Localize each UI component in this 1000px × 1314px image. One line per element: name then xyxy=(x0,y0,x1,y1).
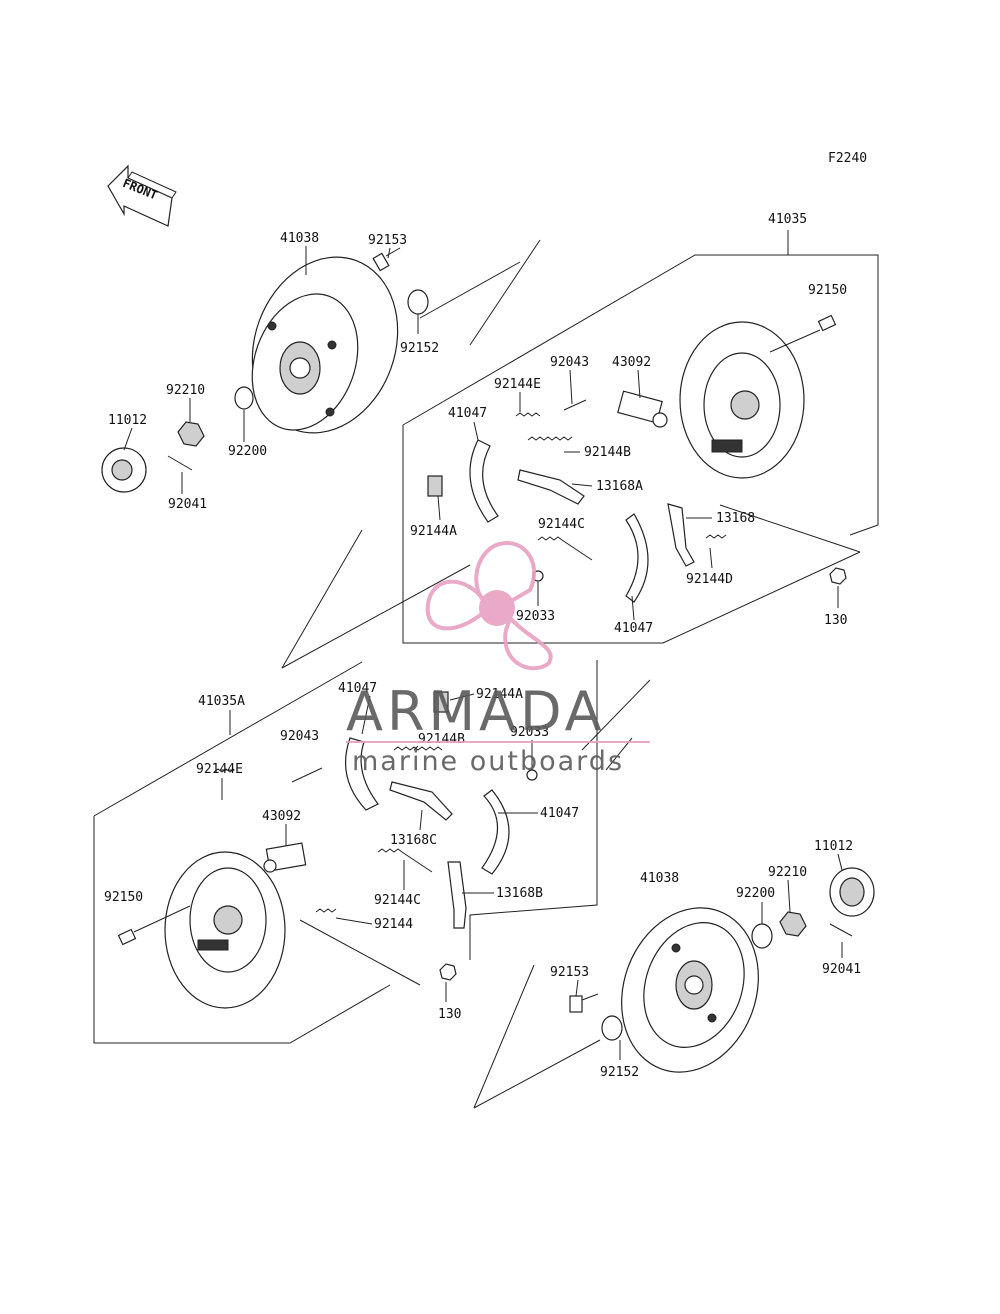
brake-shoe-41047-lower-b xyxy=(481,789,510,875)
brake-drum-upper xyxy=(251,256,399,434)
spring-92144b-upper xyxy=(527,436,573,441)
cap-11012-lower xyxy=(829,867,875,917)
figure-code: F2240 xyxy=(828,151,867,166)
label-92150-lower: 92150 xyxy=(104,890,143,905)
label-92210-lower: 92210 xyxy=(768,865,807,880)
label-11012-lower: 11012 xyxy=(814,839,853,854)
label-41035-upper: 41035 xyxy=(768,212,807,227)
label-92041-upper: 92041 xyxy=(168,497,207,512)
label-41047-lower-b: 41047 xyxy=(540,806,579,821)
bolt-92150-upper xyxy=(769,314,837,353)
label-92150-upper: 92150 xyxy=(808,283,847,298)
label-13168-upper: 13168 xyxy=(716,511,755,526)
label-92152-upper: 92152 xyxy=(400,341,439,356)
wheel-cylinder-43092-lower xyxy=(263,842,307,873)
label-41038-lower: 41038 xyxy=(640,871,679,886)
pin-92043-upper xyxy=(563,399,587,411)
spring-92144e-upper xyxy=(515,412,541,417)
label-43092-lower: 43092 xyxy=(262,809,301,824)
lower-brake-group: 41035A 41047 92144A 92043 92144B 92033 9… xyxy=(93,660,875,1109)
label-92200-lower: 92200 xyxy=(736,886,775,901)
wheel-cylinder-43092-upper xyxy=(617,390,668,428)
label-92144a-lower: 92144A xyxy=(476,687,523,702)
label-92144c-lower: 92144C xyxy=(374,893,421,908)
label-92144-lower: 92144 xyxy=(374,917,413,932)
washer-92152-upper xyxy=(407,289,429,315)
label-92043-upper: 92043 xyxy=(550,355,589,370)
label-92041-lower: 92041 xyxy=(822,962,861,977)
label-41038-upper: 41038 xyxy=(280,231,319,246)
upper-brake-group: 41038 92153 92152 92210 11012 92200 9204… xyxy=(101,212,879,669)
spring-92144c-upper xyxy=(537,536,593,561)
watermark-tagline: marine outboards xyxy=(352,746,624,777)
spring-92144c-lower xyxy=(377,848,433,873)
label-92043-lower: 92043 xyxy=(280,729,319,744)
label-92200-upper: 92200 xyxy=(228,444,267,459)
brake-shoe-41047-lower-a xyxy=(344,737,379,811)
spring-92144b-lower xyxy=(393,746,443,751)
label-41035a-lower: 41035A xyxy=(198,694,245,709)
cap-11012-upper xyxy=(101,447,147,493)
label-130-lower: 130 xyxy=(438,1007,461,1022)
lever-13168-upper xyxy=(667,503,695,567)
bolt-130-upper xyxy=(829,567,847,585)
spring-92144-lower xyxy=(315,908,337,913)
label-92152-lower: 92152 xyxy=(600,1065,639,1080)
label-92033-upper: 92033 xyxy=(516,609,555,624)
nut-92210-upper xyxy=(177,421,205,447)
washer-92152-lower xyxy=(601,1015,623,1041)
label-92153-lower: 92153 xyxy=(550,965,589,980)
cotter-pin-92041-upper xyxy=(167,455,193,471)
washer-92200-upper xyxy=(234,386,254,410)
bolt-130-lower xyxy=(439,963,457,981)
brake-drum-lower xyxy=(621,907,759,1073)
label-41047-upper-a: 41047 xyxy=(448,406,487,421)
label-41047-lower-a: 41047 xyxy=(338,681,377,696)
label-13168b-lower: 13168B xyxy=(496,886,543,901)
brake-shoe-41047-upper-a xyxy=(469,439,499,523)
label-92144b-upper: 92144B xyxy=(584,445,631,460)
label-92144c-upper: 92144C xyxy=(538,517,585,532)
cotter-pin-92041-lower xyxy=(829,923,853,937)
clip-92144a-upper xyxy=(427,475,443,497)
brake-shoe-41047-upper-b xyxy=(625,513,649,603)
label-11012-upper: 11012 xyxy=(108,413,147,428)
washer-92200-lower xyxy=(751,923,773,949)
label-41047-upper-b: 41047 xyxy=(614,621,653,636)
backing-plate-upper xyxy=(679,321,805,479)
label-43092-upper: 43092 xyxy=(612,355,651,370)
propeller-logo-icon xyxy=(425,541,553,671)
label-92144e-upper: 92144E xyxy=(494,377,541,392)
label-13168c-lower: 13168C xyxy=(390,833,437,848)
spring-92144e-lower xyxy=(213,768,235,773)
lever-13168a-upper xyxy=(517,469,585,505)
lever-13168c-lower xyxy=(389,781,453,821)
backing-plate-lower xyxy=(164,851,286,1009)
label-92210-upper: 92210 xyxy=(166,383,205,398)
spring-92144d-upper xyxy=(705,534,727,539)
armada-watermark: ARMADA marine outboards xyxy=(346,541,650,777)
watermark-brand: ARMADA xyxy=(346,680,606,743)
clip-92144a-lower xyxy=(433,691,449,713)
bolt-92153-upper xyxy=(372,247,401,272)
label-92144e-lower: 92144E xyxy=(196,762,243,777)
label-13168a-upper: 13168A xyxy=(596,479,643,494)
label-130-upper: 130 xyxy=(824,613,847,628)
label-92144a-upper: 92144A xyxy=(410,524,457,539)
pin-92043-lower xyxy=(291,767,323,783)
bolt-92153-lower xyxy=(569,993,599,1013)
bolt-92150-lower xyxy=(117,905,191,946)
front-arrow-icon: FRONT xyxy=(107,164,177,227)
nut-92210-lower xyxy=(779,911,807,937)
label-92033-lower: 92033 xyxy=(510,725,549,740)
label-92153-upper: 92153 xyxy=(368,233,407,248)
label-92144d-upper: 92144D xyxy=(686,572,733,587)
label-92144b-lower: 92144B xyxy=(418,732,465,747)
lever-13168b-lower xyxy=(447,861,467,929)
